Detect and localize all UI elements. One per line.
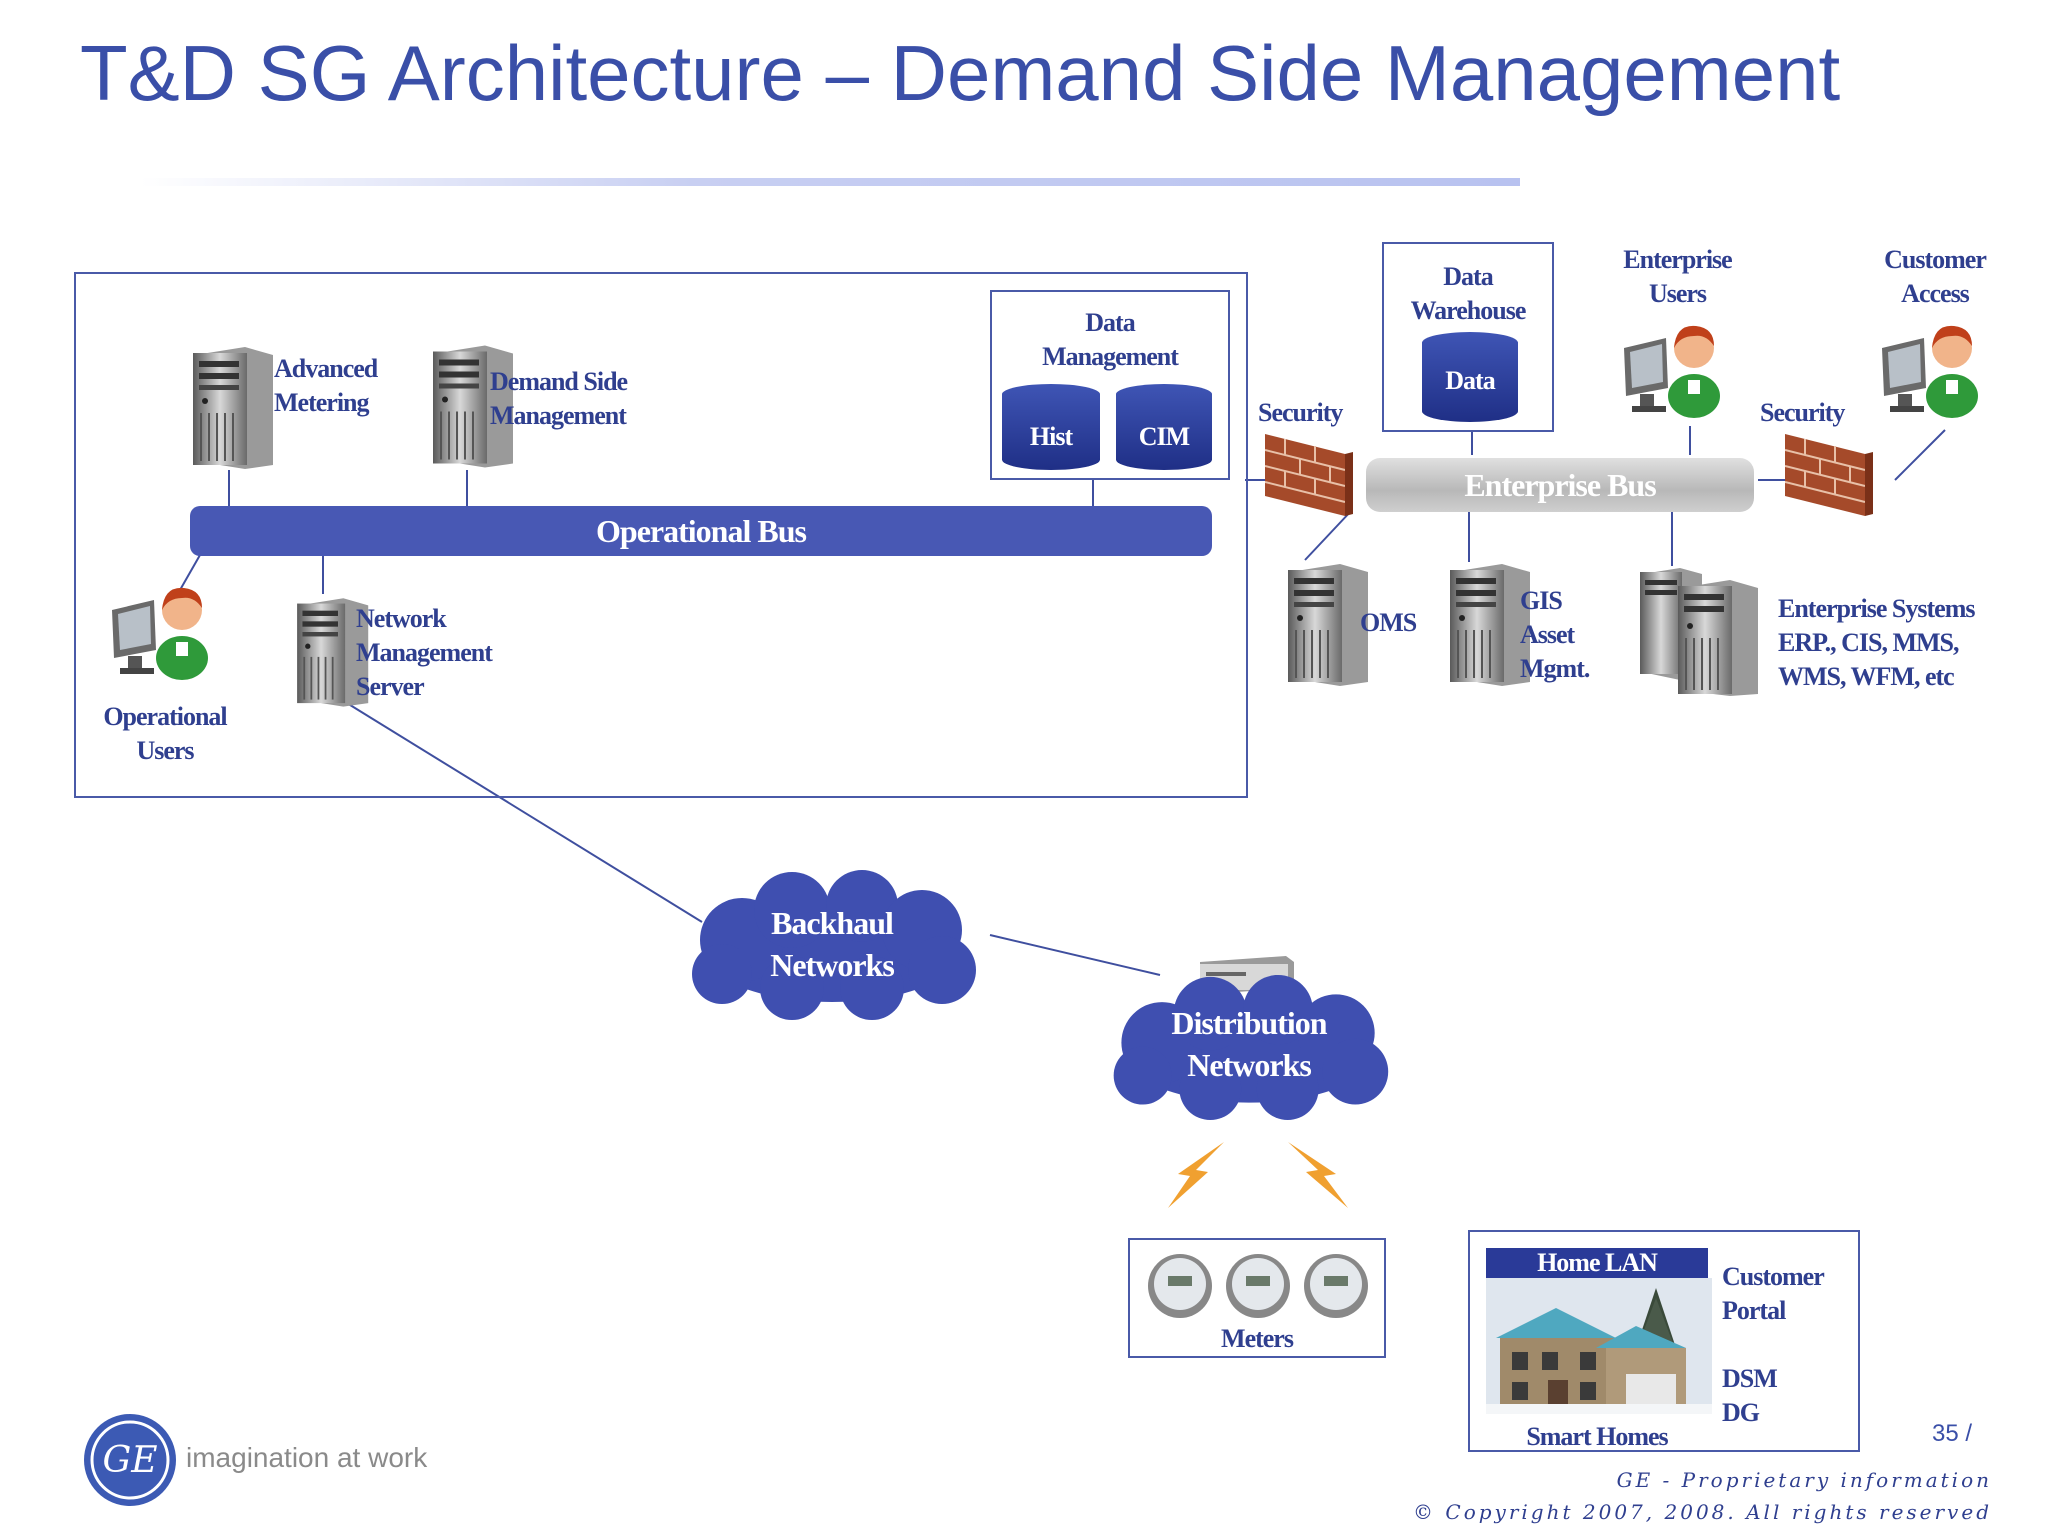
oms-server-icon xyxy=(1288,564,1368,686)
data-label: Data xyxy=(1445,366,1495,395)
proprietary-notice: GE - Proprietary information xyxy=(1616,1468,1992,1492)
meters-box xyxy=(1128,1238,1386,1358)
network-management-server-icon xyxy=(297,598,369,707)
enterprise-bus: Enterprise Bus xyxy=(1366,458,1754,512)
security-left-label: Security xyxy=(1258,398,1343,427)
smart-homes-label: Smart Homes xyxy=(1526,1422,1668,1451)
data-warehouse-database-icon: Data xyxy=(1422,332,1518,422)
data-management-box xyxy=(990,290,1230,480)
enterprise-bus-label: Enterprise Bus xyxy=(1464,466,1656,503)
dg-label: DG xyxy=(1722,1398,1760,1427)
data-warehouse-box xyxy=(1382,242,1554,432)
distribution-network-cloud-icon xyxy=(1113,975,1389,1120)
operational-bus-label: Operational Bus xyxy=(596,512,807,549)
customer-user-icon xyxy=(1882,325,1978,418)
hist-label: Hist xyxy=(1029,422,1073,451)
operational-bus: Operational Bus xyxy=(190,506,1212,556)
smart-meter-icons xyxy=(1148,1254,1368,1318)
ge-tagline: imagination at work xyxy=(186,1442,428,1473)
page-title: T&D SG Architecture – Demand Side Manage… xyxy=(80,29,1841,117)
wireless-lightning-left-icon xyxy=(1168,1142,1224,1208)
operational-user-icon xyxy=(112,587,208,680)
smart-home-house-image xyxy=(1486,1278,1712,1414)
ge-logo-icon: GE xyxy=(84,1414,176,1506)
dsm-label: DSM xyxy=(1722,1364,1778,1393)
ge-logo-text: GE xyxy=(102,1440,157,1481)
smart-homes-box xyxy=(1468,1230,1860,1452)
title-underline xyxy=(140,178,1520,186)
firewall-right-icon xyxy=(1785,434,1873,516)
cim-label: CIM xyxy=(1138,422,1190,451)
advanced-metering-server-icon xyxy=(193,347,273,469)
operational-domain-box xyxy=(74,272,1248,798)
cim-database-icon: CIM xyxy=(1116,384,1212,470)
gis-server-icon xyxy=(1450,564,1530,686)
hist-database-icon: Hist xyxy=(1002,384,1100,470)
copyright-notice: © Copyright 2007, 2008. All rights reser… xyxy=(1413,1500,1992,1524)
page-number: 35 / xyxy=(1932,1420,1973,1447)
demand-side-management-server-icon xyxy=(433,345,513,468)
home-lan-banner: Home LAN xyxy=(1486,1248,1708,1278)
meters-label: Meters xyxy=(1221,1324,1294,1353)
security-right-label: Security xyxy=(1760,398,1845,427)
wireless-lightning-right-icon xyxy=(1288,1142,1348,1208)
enterprise-user-icon xyxy=(1624,325,1720,418)
oms-label: OMS xyxy=(1360,608,1417,637)
firewall-left-icon xyxy=(1265,434,1353,516)
backhaul-network-cloud-icon xyxy=(692,870,976,1020)
enterprise-systems-server-icon xyxy=(1640,568,1758,696)
